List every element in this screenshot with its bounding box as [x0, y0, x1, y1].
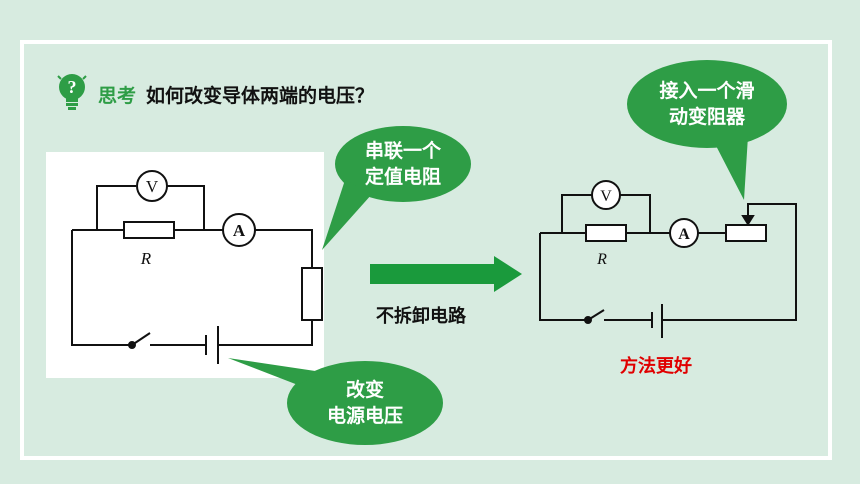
resistor-r: [123, 221, 175, 239]
right-circuit: [539, 180, 797, 338]
heading: ? 思考 如何改变导体两端的电压？: [56, 72, 375, 117]
content-frame: [20, 40, 832, 460]
question-text: 如何改变导体两端的电压？: [146, 84, 375, 107]
series-resistor: [301, 267, 323, 321]
bubble-line: 动变阻器: [668, 106, 745, 128]
right-ammeter-symbol: A: [678, 226, 690, 243]
bubble-line: 电源电压: [326, 405, 403, 427]
left-ammeter-symbol: A: [233, 221, 246, 240]
left-circuit-panel: [46, 152, 324, 378]
right-arrow-icon: [370, 256, 522, 292]
bubble-line: 定值电阻: [364, 166, 441, 188]
arrow-label: 不拆卸电路: [376, 306, 466, 327]
right-resistor-label: R: [596, 251, 607, 268]
right-resistor-r: [585, 224, 627, 242]
left-voltmeter-symbol: V: [146, 177, 159, 196]
conclusion-text: 方法更好: [620, 356, 692, 377]
think-label: 思考: [98, 84, 137, 107]
bubble-change-source: [228, 358, 443, 445]
lightbulb-question-icon: ?: [56, 72, 88, 117]
bubble-rheostat: [627, 60, 787, 200]
bubble-series-resistor-text: 串联一个 定值电阻: [349, 138, 457, 190]
ammeter: [222, 213, 256, 247]
right-voltmeter-symbol: V: [600, 188, 612, 205]
bubble-line: 串联一个: [364, 140, 441, 162]
bubble-line: 接入一个滑: [659, 80, 755, 102]
bubble-line: 改变: [345, 379, 384, 401]
svg-text:?: ?: [68, 77, 77, 97]
bubble-change-source-text: 改变 电源电压: [305, 377, 425, 429]
left-resistor-label: R: [140, 249, 152, 268]
bubble-rheostat-text: 接入一个滑 动变阻器: [641, 78, 773, 130]
left-circuit: [71, 170, 323, 364]
rheostat: [725, 224, 767, 242]
bubble-series-resistor: [322, 126, 471, 250]
